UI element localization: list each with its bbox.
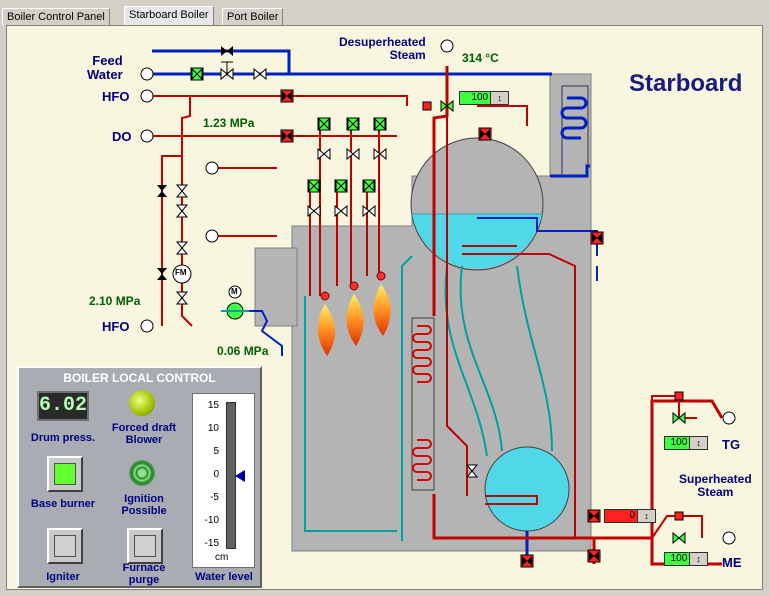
hfo-valve-e[interactable] <box>175 241 189 255</box>
hfo-top-label: HFO <box>102 89 130 104</box>
gauge-tick-label: 10 <box>207 423 219 434</box>
gauge-tick-label: 15 <box>207 400 219 411</box>
burner-flames <box>317 271 391 356</box>
bottom-blowdown-valve[interactable] <box>520 554 534 568</box>
gauge-tick-label: 0 <box>213 469 219 480</box>
tg-bypass-valve[interactable] <box>674 391 684 401</box>
igniter-label: Igniter <box>46 571 80 583</box>
gauge-unit: cm <box>215 552 229 563</box>
air-pressure: 0.06 MPa <box>217 344 269 358</box>
water-level-label: Water level <box>195 571 253 583</box>
valves <box>157 46 686 568</box>
gauge-tick-label: -5 <box>210 492 219 503</box>
furnace-purge-label: Furnace purge <box>122 562 166 586</box>
hfo-valve-f[interactable] <box>175 291 189 305</box>
do-pressure: 1.23 MPa <box>203 116 255 130</box>
drain-valve[interactable] <box>587 509 601 523</box>
motor-label: M <box>231 287 238 296</box>
flow-meter-label: FM <box>175 268 187 277</box>
boiler-diagram <box>140 39 736 568</box>
me-controller[interactable]: 100↕ <box>664 552 708 566</box>
downcomer-tubes <box>304 255 553 541</box>
tab-strip: Boiler Control Panel Starboard Boiler Po… <box>0 0 769 26</box>
hfo-valve-a[interactable] <box>157 185 167 197</box>
tg-label: TG <box>722 437 741 452</box>
desuperheater-controller[interactable]: 100↕ <box>459 91 509 105</box>
desuperheated-temp: 314 °C <box>462 51 499 65</box>
do-valve[interactable] <box>280 129 294 143</box>
starboard-boiler-panel: Feed Water HFO DO HFO Desuperheated Stea… <box>6 25 763 590</box>
adjust-icon[interactable]: ↕ <box>689 553 707 565</box>
tg-controller[interactable]: 100↕ <box>664 436 708 450</box>
feed-valve-1[interactable] <box>221 46 233 56</box>
drum-pressure-display: 6.02 <box>37 391 89 421</box>
feed-control-valve[interactable] <box>220 61 234 81</box>
gauge-tick-label: 5 <box>213 446 219 457</box>
forced-draft-fan[interactable] <box>221 285 249 320</box>
desuperheater-valve[interactable] <box>440 99 454 113</box>
do-label: DO <box>112 129 132 144</box>
base-burner-label: Base burner <box>30 498 96 510</box>
gauge-tick-label: -15 <box>204 538 219 549</box>
me-valve[interactable] <box>672 531 686 545</box>
forced-draft-label: Forced draft Blower <box>111 422 177 446</box>
drain-controller[interactable]: 0↕ <box>604 509 656 523</box>
drum-vent-valve[interactable] <box>478 127 492 141</box>
adjust-icon[interactable]: ↕ <box>490 92 508 104</box>
superheater-coil <box>411 317 435 491</box>
burner-valves <box>307 117 387 218</box>
hfo-bottom-label: HFO <box>102 319 130 334</box>
desuperheater-valve-2[interactable] <box>422 101 432 111</box>
gauge-tick-label: -10 <box>204 515 219 526</box>
pipe-ends <box>140 39 736 545</box>
drain-valve-2[interactable] <box>587 549 601 563</box>
local-control-title: BOILER LOCAL CONTROL <box>63 371 216 385</box>
ignition-possible-label: Ignition Possible <box>121 493 167 517</box>
tg-valve[interactable] <box>672 411 686 425</box>
feed-valve-3[interactable] <box>253 67 267 81</box>
blowdown-valve[interactable] <box>590 231 604 245</box>
water-level-gauge: 15 10 5 0 -5 -10 -15 cm <box>192 393 255 568</box>
adjust-icon[interactable]: ↕ <box>689 437 707 449</box>
page-title: Starboard <box>629 70 743 97</box>
feed-valve-2[interactable] <box>190 67 204 81</box>
desuperheated-steam-label: Desuperheated Steam <box>339 35 426 62</box>
igniter-button[interactable] <box>47 528 83 564</box>
hfo-valve-c[interactable] <box>175 204 189 218</box>
superheater-drain-valve[interactable] <box>465 464 479 478</box>
ignition-possible-lamp <box>129 460 155 486</box>
base-burner-button[interactable] <box>47 456 83 492</box>
me-label: ME <box>722 555 742 570</box>
hfo-return-valve[interactable] <box>280 89 294 103</box>
forced-draft-lamp <box>129 390 155 416</box>
adjust-icon[interactable]: ↕ <box>637 510 655 522</box>
water-drum <box>484 446 570 532</box>
flow-meter <box>172 264 192 284</box>
hfo-pressure: 2.10 MPa <box>89 294 141 308</box>
boiler-local-control: BOILER LOCAL CONTROL 6.02 Drum press. Fo… <box>17 366 262 588</box>
tab-port-boiler[interactable]: Port Boiler <box>222 8 284 25</box>
tab-starboard-boiler[interactable]: Starboard Boiler <box>124 6 214 26</box>
steam-drum <box>410 137 544 271</box>
tab-boiler-control-panel[interactable]: Boiler Control Panel <box>2 8 110 25</box>
drum-pressure-label: Drum press. <box>30 432 96 444</box>
hfo-valve-d[interactable] <box>157 268 167 280</box>
hfo-valve-b[interactable] <box>175 184 189 198</box>
furnace-purge-button[interactable] <box>127 528 163 564</box>
water-level-pointer[interactable] <box>235 470 245 482</box>
feed-water-label: Feed Water <box>87 53 123 82</box>
me-bypass-valve[interactable] <box>674 511 684 521</box>
superheated-steam-label: Superheated Steam <box>679 472 752 499</box>
